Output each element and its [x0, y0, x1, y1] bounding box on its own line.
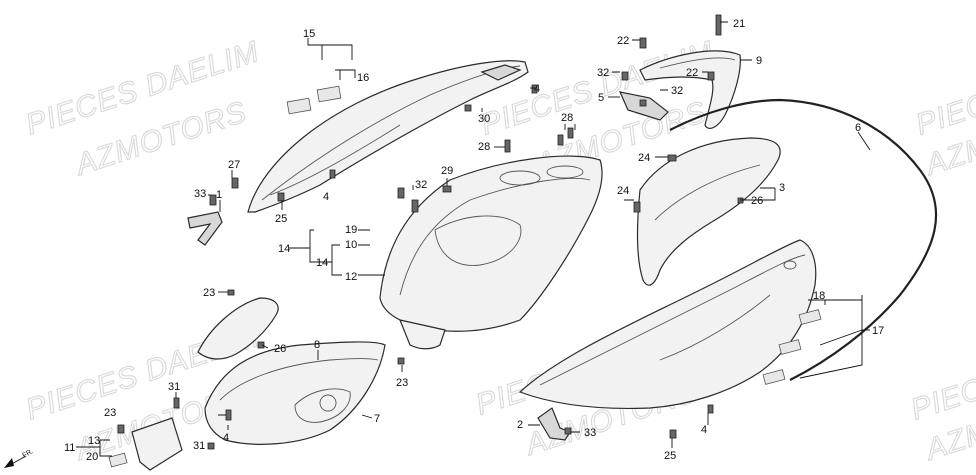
callout-1: 1 [216, 189, 222, 201]
callout-31: 31 [193, 440, 205, 452]
callout-17: 17 [872, 325, 884, 337]
callout-4: 4 [534, 83, 540, 95]
callout-20: 20 [86, 451, 98, 463]
callout-21: 21 [733, 18, 745, 30]
callout-32: 32 [671, 85, 683, 97]
callout-23: 23 [104, 407, 116, 419]
callout-28: 28 [561, 112, 573, 124]
callout-24: 24 [638, 152, 650, 164]
callout-31: 31 [168, 381, 180, 393]
callout-9: 9 [756, 55, 762, 67]
callout-13: 13 [88, 435, 100, 447]
callout-19: 19 [345, 224, 357, 236]
seat-lock-cable [669, 98, 938, 381]
callout-32: 32 [415, 179, 427, 191]
callout-8: 8 [314, 339, 320, 351]
callout-11: 11 [64, 442, 75, 454]
callout-33: 33 [194, 188, 206, 200]
callout-27: 27 [228, 159, 240, 171]
part-rear-grab-bracket [639, 50, 741, 129]
callout-16: 16 [357, 72, 369, 84]
callout-4: 4 [701, 424, 707, 436]
callout-28: 28 [478, 141, 490, 153]
callout-25: 25 [664, 450, 676, 462]
part-small-plate [108, 417, 183, 471]
callout-25: 25 [275, 213, 287, 225]
callout-22: 22 [617, 35, 629, 47]
callout-labels: 15 16 4 30 28 28 27 33 1 4 25 32 29 19 1… [64, 18, 884, 463]
callout-23: 23 [396, 377, 408, 389]
front-direction-label: FR. [22, 448, 35, 460]
part-center-cover [636, 137, 781, 286]
callout-26: 26 [274, 343, 286, 355]
watermark-line1: PIECES DAELIM [912, 35, 976, 142]
callout-2: 2 [517, 419, 523, 431]
callout-4: 4 [223, 432, 229, 444]
callout-7: 7 [374, 413, 380, 425]
callout-4: 4 [323, 191, 329, 203]
callout-23: 23 [203, 287, 215, 299]
watermark-line1: PIECES DAELIM [907, 320, 976, 427]
callout-30: 30 [478, 113, 490, 125]
callout-22: 22 [686, 67, 698, 79]
bolts [117, 14, 744, 450]
part-left-bracket [187, 211, 223, 246]
callout-14: 14 [278, 243, 290, 255]
callout-5: 5 [598, 92, 604, 104]
callout-33: 33 [584, 427, 596, 439]
part-luggage-box [379, 155, 603, 350]
leader-lines [76, 21, 871, 457]
callout-29: 29 [441, 165, 453, 177]
callout-6: 6 [855, 122, 861, 134]
callout-26: 26 [751, 195, 763, 207]
callout-15: 15 [303, 28, 315, 40]
part-left-front-panel [197, 297, 386, 445]
part-right-side-cover [518, 239, 822, 410]
callout-18: 18 [813, 290, 825, 302]
callout-12: 12 [345, 271, 357, 283]
callout-10: 10 [345, 239, 357, 251]
part-latch-bracket [618, 91, 669, 121]
callout-3: 3 [779, 182, 785, 194]
callout-24: 24 [617, 185, 629, 197]
callout-32: 32 [597, 67, 609, 79]
front-direction-indicator: FR. [4, 448, 35, 468]
callout-14: 14 [316, 257, 328, 269]
part-rear-upper-cover [247, 60, 529, 213]
